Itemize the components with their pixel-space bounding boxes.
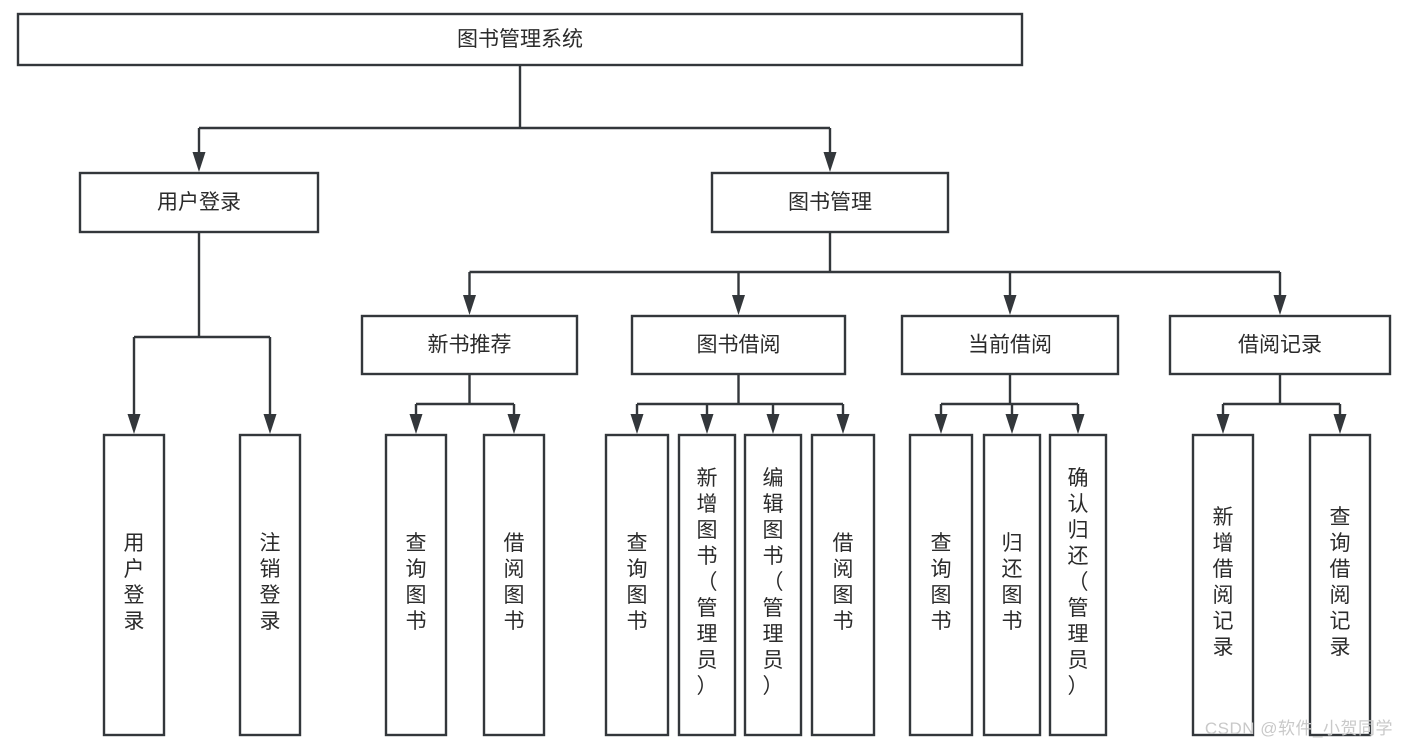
arrow-head-icon [1003, 295, 1017, 315]
node-box[interactable] [1168, 314, 1392, 376]
node-leaf-query-book-borrow[interactable]: 查询图书 [604, 433, 670, 737]
arrow-head-icon [463, 295, 476, 315]
node-current-borrow[interactable]: 当前借阅 [900, 314, 1120, 376]
node-leaf-confirm-return[interactable]: 确认归还（管理员） [1048, 433, 1108, 737]
connector-group-user-login [127, 232, 277, 434]
watermark-text: CSDN @软件_小贺同学 [1204, 719, 1393, 738]
node-book-manage[interactable]: 图书管理 [710, 171, 950, 234]
node-box[interactable] [908, 433, 974, 737]
node-leaf-query-book-rec[interactable]: 查询图书 [384, 433, 448, 737]
node-label: 新增图书（管理员） [697, 467, 718, 698]
arrow-head-icon [507, 414, 521, 434]
arrow-head-icon [1005, 414, 1019, 434]
node-leaf-borrow-book[interactable]: 借阅图书 [810, 433, 876, 737]
node-box[interactable] [810, 433, 876, 737]
arrow-head-icon [263, 414, 277, 434]
node-box[interactable] [384, 433, 448, 737]
node-box[interactable] [677, 433, 737, 737]
connector-group-borrow-record [1216, 374, 1347, 434]
arrow-head-icon [836, 414, 850, 434]
node-leaf-query-record[interactable]: 查询借阅记录 [1308, 433, 1372, 737]
arrow-head-icon [127, 414, 141, 434]
node-label: 借阅记录 [1238, 334, 1322, 357]
nodes-layer: 图书管理系统用户登录图书管理新书推荐图书借阅当前借阅借阅记录用户登录注销登录查询… [16, 12, 1392, 737]
node-leaf-edit-book[interactable]: 编辑图书（管理员） [743, 433, 803, 737]
connector-group-book-borrow [630, 374, 850, 434]
node-box[interactable] [102, 433, 166, 737]
node-box[interactable] [743, 433, 803, 737]
node-label: 图书管理系统 [457, 28, 583, 51]
arrow-head-icon [934, 414, 948, 434]
arrow-head-icon [192, 152, 206, 172]
connector-group-new-book-rec [409, 374, 521, 434]
connector-group-book-manage [463, 232, 1287, 315]
arrow-head-icon [1273, 295, 1287, 315]
node-box[interactable] [1308, 433, 1372, 737]
node-label: 编辑图书（管理员） [763, 467, 784, 698]
arrow-head-icon [700, 414, 714, 434]
node-label: 查询图书 [931, 532, 952, 633]
node-label: 当前借阅 [968, 334, 1052, 357]
node-leaf-borrow-book-rec[interactable]: 借阅图书 [482, 433, 546, 737]
arrow-head-icon [630, 414, 644, 434]
node-label: 查询图书 [627, 532, 648, 633]
node-label: 图书管理 [788, 191, 872, 214]
node-box[interactable] [604, 433, 670, 737]
node-box[interactable] [900, 314, 1120, 376]
node-leaf-logout[interactable]: 注销登录 [238, 433, 302, 737]
node-label: 归还图书 [1002, 532, 1023, 633]
node-box[interactable] [482, 433, 546, 737]
node-leaf-query-book-cur[interactable]: 查询图书 [908, 433, 974, 737]
arrow-head-icon [1333, 414, 1347, 434]
arrow-head-icon [1216, 414, 1230, 434]
arrow-head-icon [732, 295, 745, 315]
node-user-login[interactable]: 用户登录 [78, 171, 320, 234]
node-box[interactable] [710, 171, 950, 234]
node-box[interactable] [78, 171, 320, 234]
node-label: 用户登录 [157, 191, 241, 214]
node-borrow-record[interactable]: 借阅记录 [1168, 314, 1392, 376]
node-box[interactable] [1191, 433, 1255, 737]
node-box[interactable] [982, 433, 1042, 737]
node-label: 借阅图书 [504, 532, 525, 633]
node-label: 用户登录 [124, 532, 145, 633]
node-leaf-return-book[interactable]: 归还图书 [982, 433, 1042, 737]
node-label: 新增借阅记录 [1213, 506, 1234, 659]
node-book-borrow[interactable]: 图书借阅 [630, 314, 847, 376]
node-label: 图书借阅 [697, 334, 781, 357]
node-leaf-add-book[interactable]: 新增图书（管理员） [677, 433, 737, 737]
arrow-head-icon [1071, 414, 1085, 434]
edges-layer [127, 65, 1347, 434]
arrow-head-icon [409, 414, 423, 434]
connector-group-root [192, 65, 837, 172]
node-root[interactable]: 图书管理系统 [16, 12, 1024, 67]
node-new-book-rec[interactable]: 新书推荐 [360, 314, 579, 376]
node-box[interactable] [360, 314, 579, 376]
node-label: 新书推荐 [428, 334, 512, 357]
node-leaf-user-login[interactable]: 用户登录 [102, 433, 166, 737]
arrow-head-icon [766, 414, 780, 434]
connector-group-current-borrow [934, 374, 1085, 434]
node-leaf-add-record[interactable]: 新增借阅记录 [1191, 433, 1255, 737]
node-label: 确认归还（管理员） [1068, 467, 1089, 698]
node-box[interactable] [630, 314, 847, 376]
node-label: 查询图书 [406, 532, 427, 633]
node-label: 注销登录 [260, 532, 281, 633]
node-label: 查询借阅记录 [1330, 506, 1351, 659]
node-box[interactable] [16, 12, 1024, 67]
node-label: 借阅图书 [833, 532, 854, 633]
node-box[interactable] [1048, 433, 1108, 737]
arrow-head-icon [823, 152, 837, 172]
node-box[interactable] [238, 433, 302, 737]
